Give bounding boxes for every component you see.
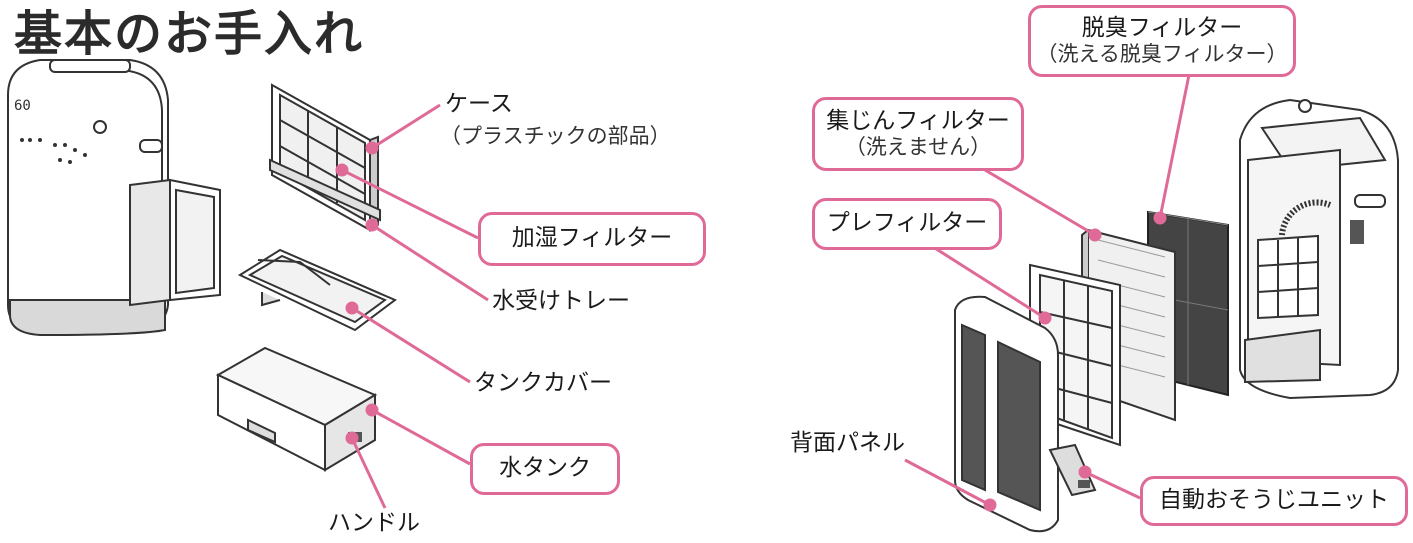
label-handle: ハンドル [328,510,420,536]
label-back-panel: 背面パネル [790,430,905,456]
device-display-readout: 60 [14,98,31,114]
label-dust-filter: 集じんフィルター （洗えません） [812,97,1024,171]
label-case: ケース [445,91,513,117]
humidifier-unit-left [7,59,221,337]
control-panel-icons [20,138,87,164]
page-title: 基本のお手入れ [14,6,365,62]
label-water-tank: 水タンク [470,443,620,495]
auto-clean-unit [1048,443,1097,497]
label-tank-cover: タンクカバー [474,370,612,396]
water-tank [215,346,378,472]
water-tray [237,248,397,332]
label-water-tray: 水受けトレー [492,288,630,314]
label-auto-clean-unit: 自動おそうじユニット [1140,476,1408,526]
label-humidify-filter: 加湿フィルター [478,212,706,266]
leader-lines [335,69,1192,512]
back-panel [954,295,1059,533]
label-deodorize-filter: 脱臭フィルター （洗える脱臭フィルター） [1028,5,1296,77]
label-case-note: （プラスチックの部品） [440,124,671,148]
purifier-unit-right [1239,98,1399,400]
humidify-filter-case [269,83,381,232]
label-pre-filter: プレフィルター [812,198,1002,250]
